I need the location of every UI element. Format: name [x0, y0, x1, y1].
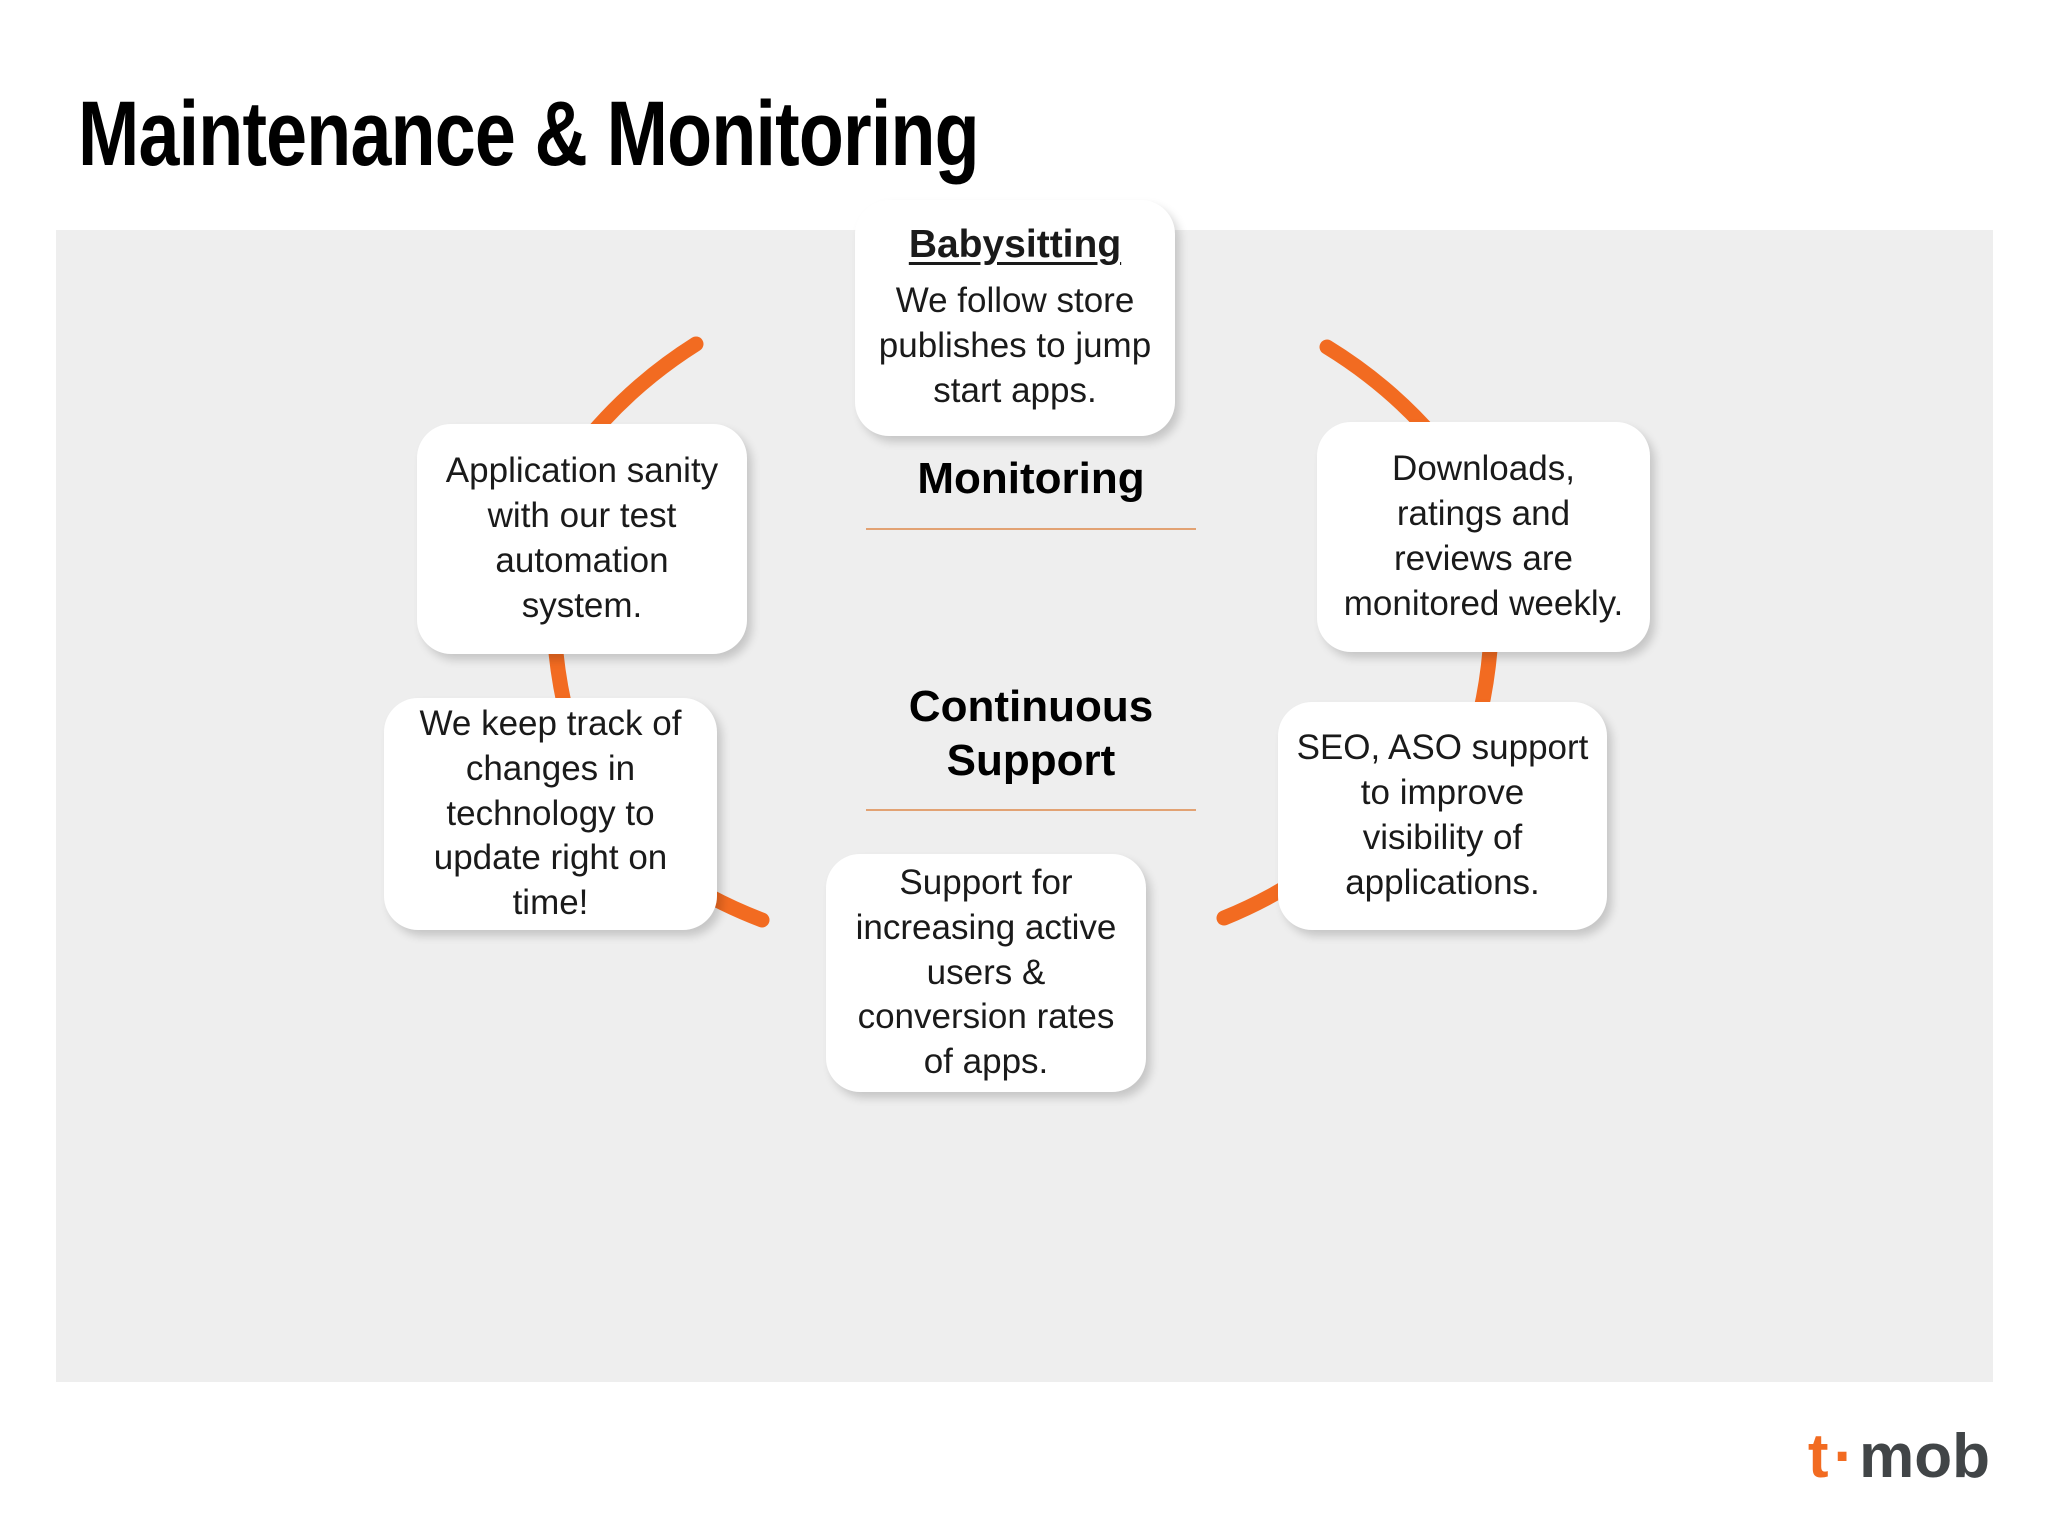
card-app-sanity-body: Application sanity with our test automat…: [445, 451, 719, 625]
diagram-panel: Monitoring Continuous Support Babysittin…: [56, 200, 1993, 1382]
center-label-continuous-support-line2: Support: [946, 735, 1116, 785]
center-label-continuous-support: Continuous Support: [866, 680, 1196, 812]
card-active-users-body: Support for increasing active users & co…: [855, 863, 1117, 1082]
card-seo-aso[interactable]: SEO, ASO support to improve visibility o…: [1278, 702, 1607, 930]
center-label-monitoring-text: Monitoring: [917, 454, 1145, 503]
tmob-logo-mob: mob: [1859, 1422, 1990, 1491]
card-babysitting[interactable]: Babysitting We follow store publishes to…: [855, 200, 1175, 436]
center-label-monitoring: Monitoring: [866, 452, 1196, 530]
card-seo-aso-body: SEO, ASO support to improve visibility o…: [1296, 728, 1589, 902]
center-label-continuous-support-rule: [866, 809, 1196, 812]
tmob-logo-t: t: [1807, 1422, 1829, 1491]
card-app-sanity[interactable]: Application sanity with our test automat…: [417, 424, 747, 654]
center-label-monitoring-rule: [866, 527, 1196, 530]
card-downloads-ratings[interactable]: Downloads, ratings and reviews are monit…: [1317, 422, 1650, 652]
tmob-logo: t·mob: [1808, 1426, 1990, 1488]
center-label-continuous-support-line1: Continuous: [908, 682, 1154, 731]
tmob-logo-dot: ·: [1833, 1422, 1855, 1491]
card-active-users[interactable]: Support for increasing active users & co…: [826, 854, 1146, 1092]
page-title: Maintenance & Monitoring: [78, 83, 980, 185]
card-downloads-ratings-body: Downloads, ratings and reviews are monit…: [1343, 449, 1624, 623]
card-tech-changes[interactable]: We keep track of changes in technology t…: [384, 698, 717, 930]
card-babysitting-body: We follow store publishes to jump start …: [878, 281, 1152, 410]
card-babysitting-title: Babysitting: [908, 223, 1122, 267]
card-tech-changes-body: We keep track of changes in technology t…: [419, 704, 682, 923]
